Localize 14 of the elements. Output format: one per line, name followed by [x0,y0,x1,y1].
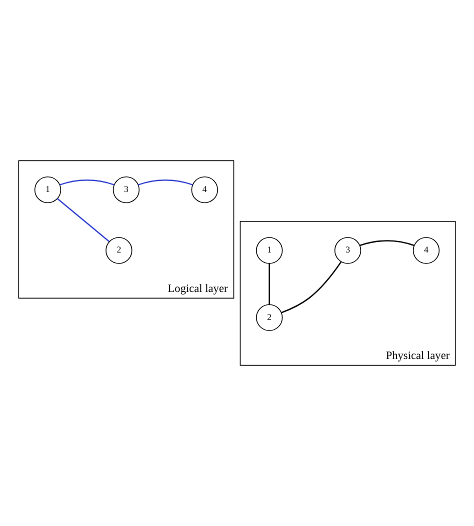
node-circle: 3 [334,237,362,264]
node-circle: 1 [256,237,283,264]
node-circle: 4 [412,237,440,264]
connector [268,264,270,304]
node-circle: 3 [112,176,140,204]
connector [60,179,114,186]
connector [56,198,110,242]
connector [281,261,342,314]
connector [138,179,193,186]
node-circle: 4 [191,176,218,204]
node-circle: 1 [34,176,62,204]
connector [360,240,414,246]
node-circle: 2 [256,304,283,331]
node-circle: 2 [106,237,132,264]
